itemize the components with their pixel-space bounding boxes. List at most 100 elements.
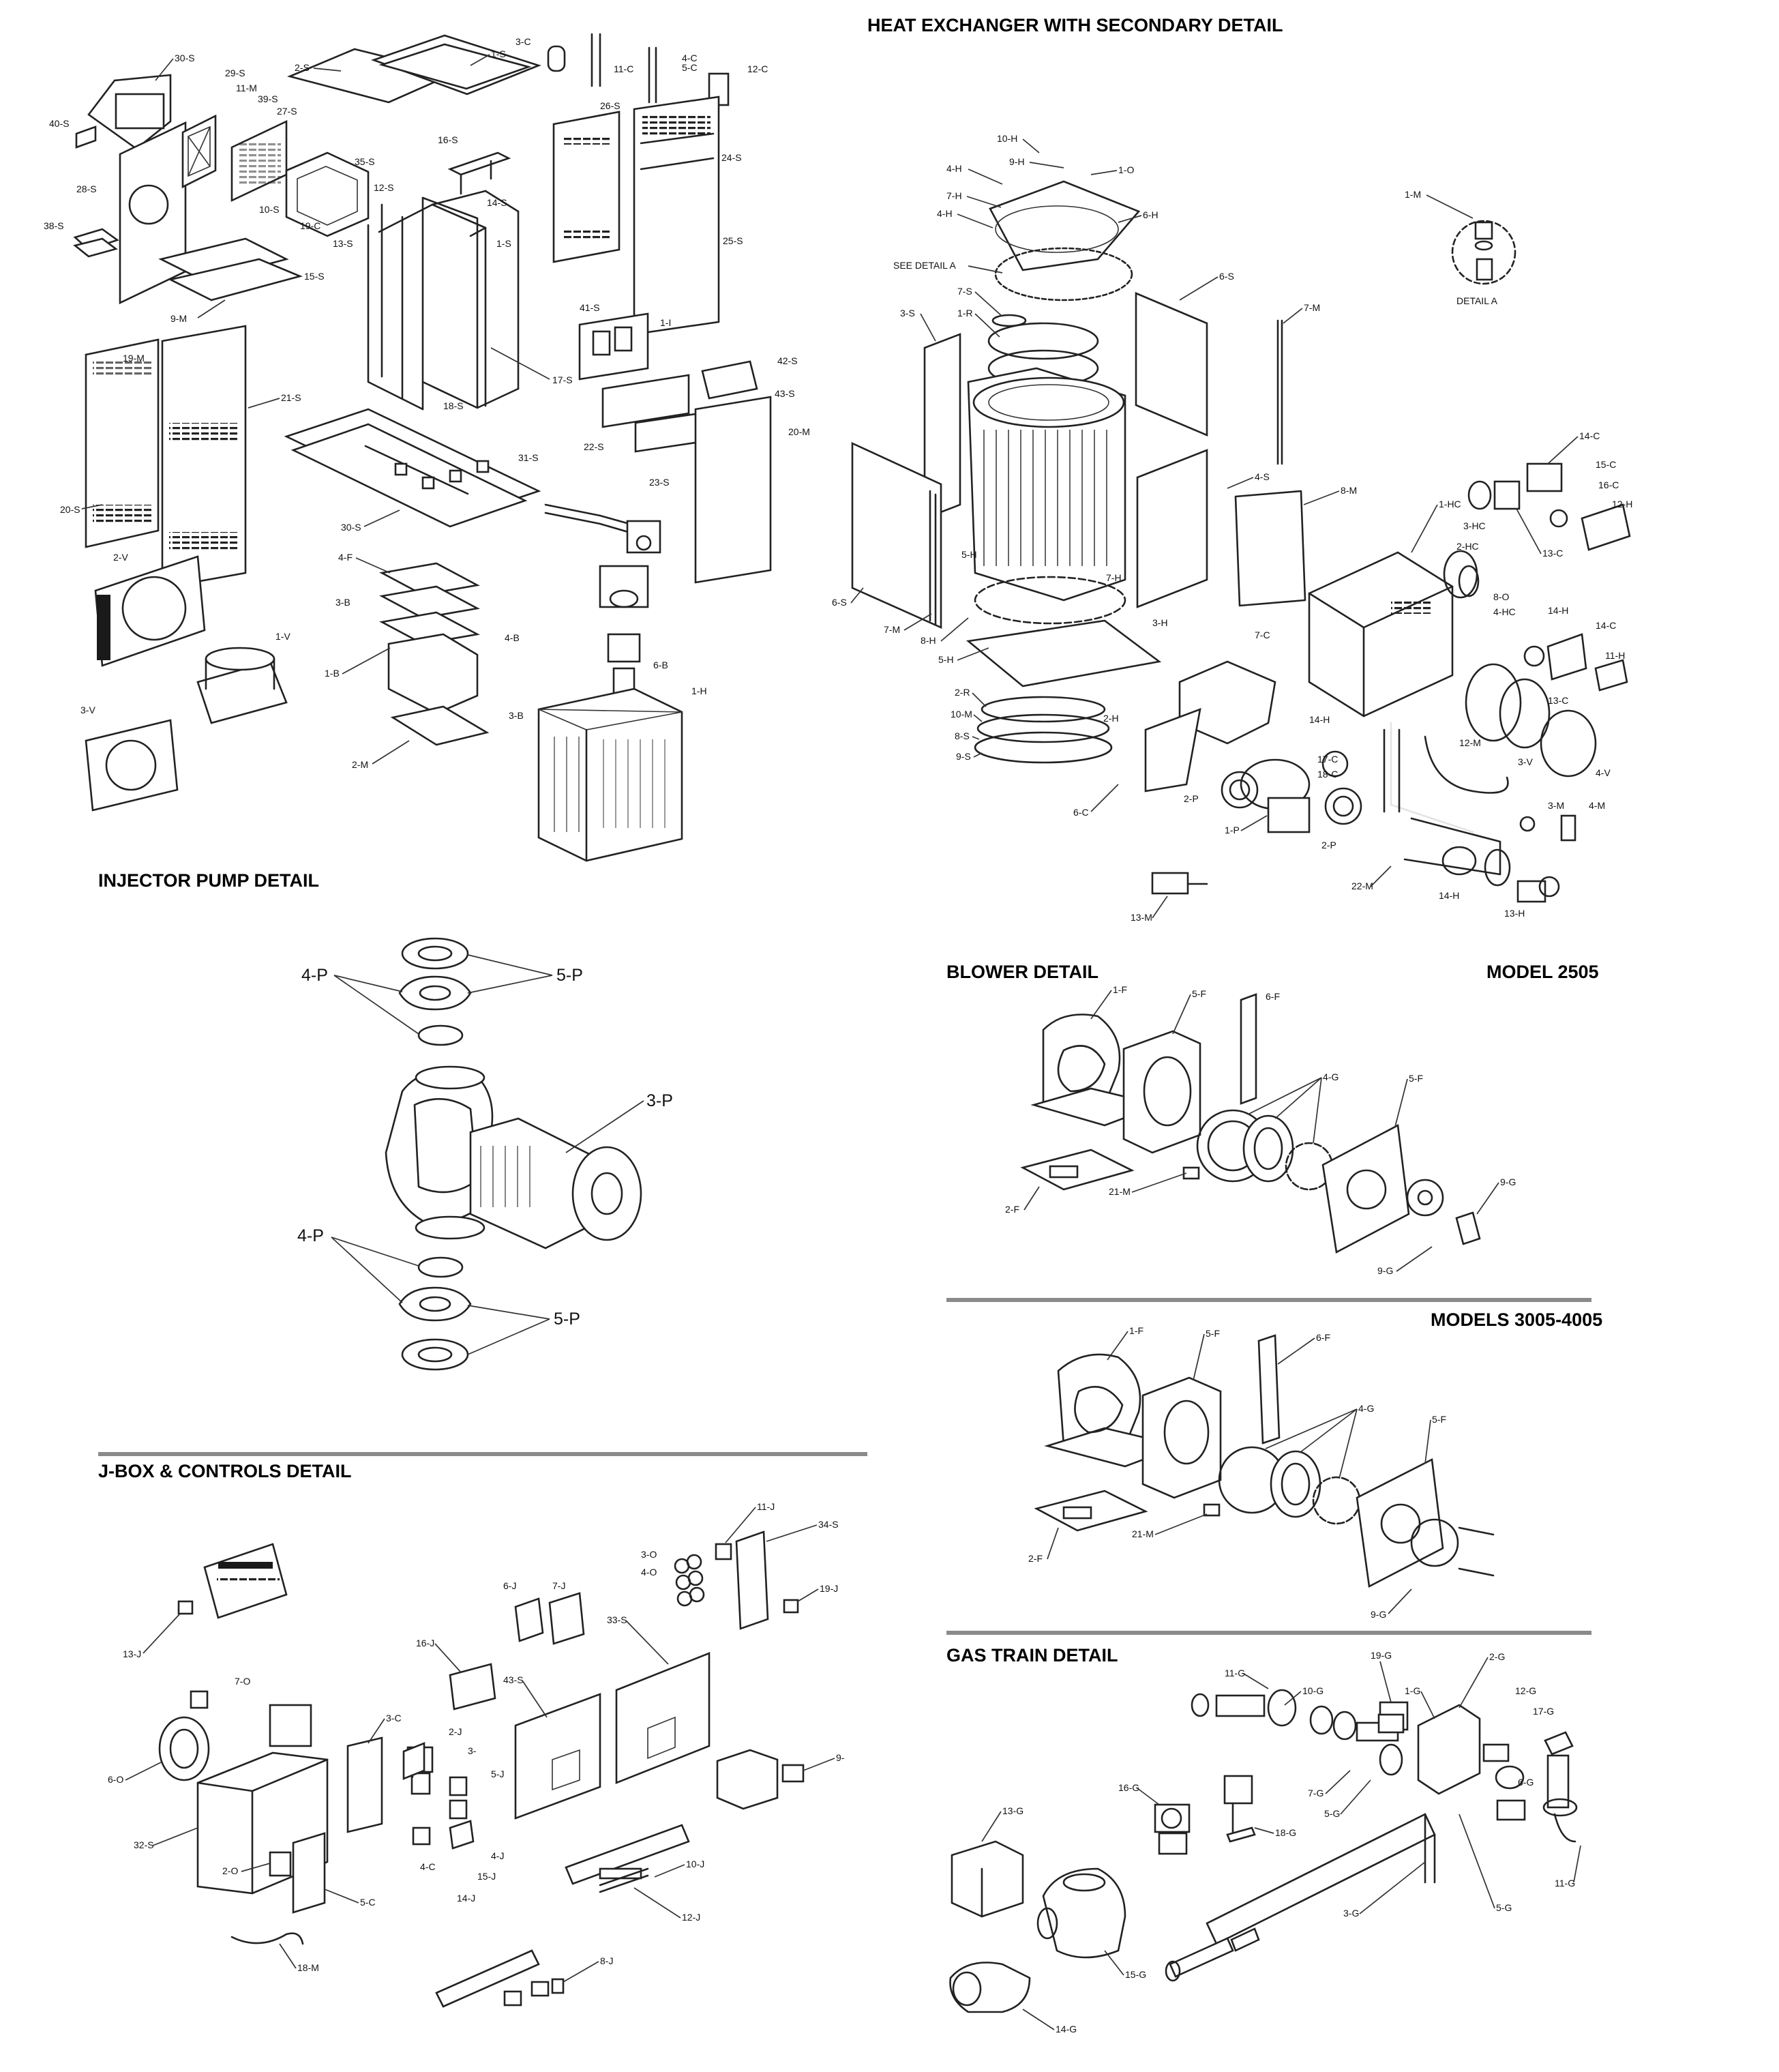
title-heat-exchanger: HEAT EXCHANGER WITH SECONDARY DETAIL xyxy=(867,15,1283,35)
label-5-j: 5-J xyxy=(491,1768,504,1779)
label-43-s-jbox: 43-S xyxy=(503,1674,524,1685)
label-13-c-b: 13-C xyxy=(1548,695,1568,706)
label-11-g-b: 11-G xyxy=(1555,1878,1575,1889)
label-22-m: 22-M xyxy=(1351,880,1373,891)
blower-3005-4005-labels: 1-F 5-F 6-F 4-G 5-F 2-F 21-M 9-G xyxy=(1028,1325,1446,1620)
label-11-c: 11-C xyxy=(614,63,633,74)
cabinet-part-labels: 30-S 1-S 2-S 3-C 11-C 4-C 5-C 12-C 29-S … xyxy=(44,36,810,770)
label-12-j: 12-J xyxy=(682,1912,700,1923)
label-14-h-c: 14-H xyxy=(1439,890,1459,901)
label-9-dash: 9- xyxy=(836,1752,845,1763)
label-3-dash: 3- xyxy=(468,1745,477,1756)
label-2-g: 2-G xyxy=(1489,1651,1505,1662)
label-1-r: 1-R xyxy=(957,308,973,319)
label-13-m: 13-M xyxy=(1131,912,1152,923)
label-1-i: 1-I xyxy=(660,317,671,328)
label-16-c: 16-C xyxy=(1598,479,1619,490)
label-11-m: 11-M xyxy=(236,83,257,93)
label-1-s-b: 1-S xyxy=(496,238,511,249)
label-18-s: 18-S xyxy=(443,400,464,411)
label-25-s: 25-S xyxy=(723,235,743,246)
label-4-v: 4-V xyxy=(1596,767,1611,778)
label-9-s: 9-S xyxy=(956,751,971,762)
label-28-s: 28-S xyxy=(76,183,97,194)
label-2505-21-m: 21-M xyxy=(1109,1186,1131,1197)
label-2-r: 2-R xyxy=(955,687,970,698)
gas-train-exploded-view xyxy=(949,1689,1578,2013)
label-12-h: 12-H xyxy=(1612,499,1632,509)
label-17-s: 17-S xyxy=(552,374,573,385)
label-17-c: 17-C xyxy=(1317,754,1338,765)
label-3-hc: 3-HC xyxy=(1463,520,1486,531)
label-2505-2-f: 2-F xyxy=(1005,1204,1019,1215)
label-35-s: 35-S xyxy=(355,156,375,167)
label-1-m: 1-M xyxy=(1405,189,1421,200)
label-19-c: 19-C xyxy=(300,220,320,231)
label-2-p: 2-P xyxy=(1184,793,1199,804)
label-7-o: 7-O xyxy=(235,1676,250,1687)
label-2-h: 2-H xyxy=(1103,713,1119,724)
label-3-v-cab: 3-V xyxy=(80,705,95,715)
label-2505-1-f: 1-F xyxy=(1113,984,1127,995)
label-29-s: 29-S xyxy=(225,68,245,78)
label-2505-9-g-b: 9-G xyxy=(1377,1265,1393,1276)
injector-pump-labels: 4-P 5-P 3-P 4-P 5-P xyxy=(297,954,673,1355)
label-4-hc: 4-HC xyxy=(1493,606,1516,617)
label-7-m: 7-M xyxy=(1304,302,1320,313)
label-2505-4-g: 4-G xyxy=(1323,1071,1339,1082)
label-3005-5-f-b: 5-F xyxy=(1432,1414,1446,1425)
label-1-o: 1-O xyxy=(1118,164,1134,175)
gas-train-labels: 11-G 10-G 19-G 1-G 2-G 12-G 17-G 7-G 5-G… xyxy=(981,1650,1581,2034)
label-13-s: 13-S xyxy=(333,238,353,249)
label-4-h-b: 4-H xyxy=(937,208,953,219)
label-1-h: 1-H xyxy=(691,685,707,696)
label-4-o: 4-O xyxy=(641,1567,657,1578)
label-22-s: 22-S xyxy=(584,441,604,452)
label-3005-21-m: 21-M xyxy=(1132,1528,1154,1539)
label-9-h: 9-H xyxy=(1009,156,1025,167)
label-41-s: 41-S xyxy=(580,302,600,313)
label-12-s: 12-S xyxy=(374,182,394,193)
label-8-h: 8-H xyxy=(921,635,936,646)
label-3-b-b: 3-B xyxy=(509,710,524,721)
label-6-g: 6-G xyxy=(1518,1777,1534,1788)
title-blower: BLOWER DETAIL xyxy=(946,962,1098,982)
label-16-j: 16-J xyxy=(416,1638,434,1648)
label-10-g: 10-G xyxy=(1302,1685,1324,1696)
label-6-h: 6-H xyxy=(1143,209,1158,220)
label-4-m: 4-M xyxy=(1589,800,1605,811)
title-injector-pump: INJECTOR PUMP DETAIL xyxy=(98,870,319,891)
label-5-c: 5-C xyxy=(682,62,698,73)
label-2-m: 2-M xyxy=(352,759,368,770)
label-3-h: 3-H xyxy=(1152,617,1168,628)
label-15-s: 15-S xyxy=(304,271,325,282)
label-30-s: 30-S xyxy=(175,53,195,63)
label-5-h-b: 5-H xyxy=(938,654,954,665)
label-7-h-b: 7-H xyxy=(1106,572,1122,583)
label-6-j: 6-J xyxy=(503,1580,516,1591)
label-2505-5-f-b: 5-F xyxy=(1409,1073,1423,1084)
label-8-s: 8-S xyxy=(955,730,970,741)
label-43-s: 43-S xyxy=(775,388,795,399)
label-20-m: 20-M xyxy=(788,426,810,437)
label-13-j: 13-J xyxy=(123,1648,141,1659)
label-14-g: 14-G xyxy=(1056,2024,1077,2034)
label-10-j: 10-J xyxy=(686,1859,704,1869)
label-4-f: 4-F xyxy=(338,552,353,563)
label-27-s: 27-S xyxy=(277,106,297,117)
label-3-v: 3-V xyxy=(1518,756,1533,767)
label-3005-6-f: 6-F xyxy=(1316,1332,1330,1343)
label-15-g: 15-G xyxy=(1125,1969,1146,1980)
label-see-detail-a: SEE DETAIL A xyxy=(893,260,956,271)
label-8-o: 8-O xyxy=(1493,591,1509,602)
label-11-g: 11-G xyxy=(1225,1668,1245,1678)
label-7-c: 7-C xyxy=(1255,630,1270,640)
label-2-hc: 2-HC xyxy=(1456,541,1479,552)
label-4-b: 4-B xyxy=(505,632,520,643)
label-38-s: 38-S xyxy=(44,220,64,231)
label-2-v: 2-V xyxy=(113,552,128,563)
label-5-g-b: 5-G xyxy=(1496,1902,1512,1913)
label-15-c: 15-C xyxy=(1596,459,1616,470)
label-10-m: 10-M xyxy=(951,709,972,720)
label-3005-4-g: 4-G xyxy=(1358,1403,1374,1414)
